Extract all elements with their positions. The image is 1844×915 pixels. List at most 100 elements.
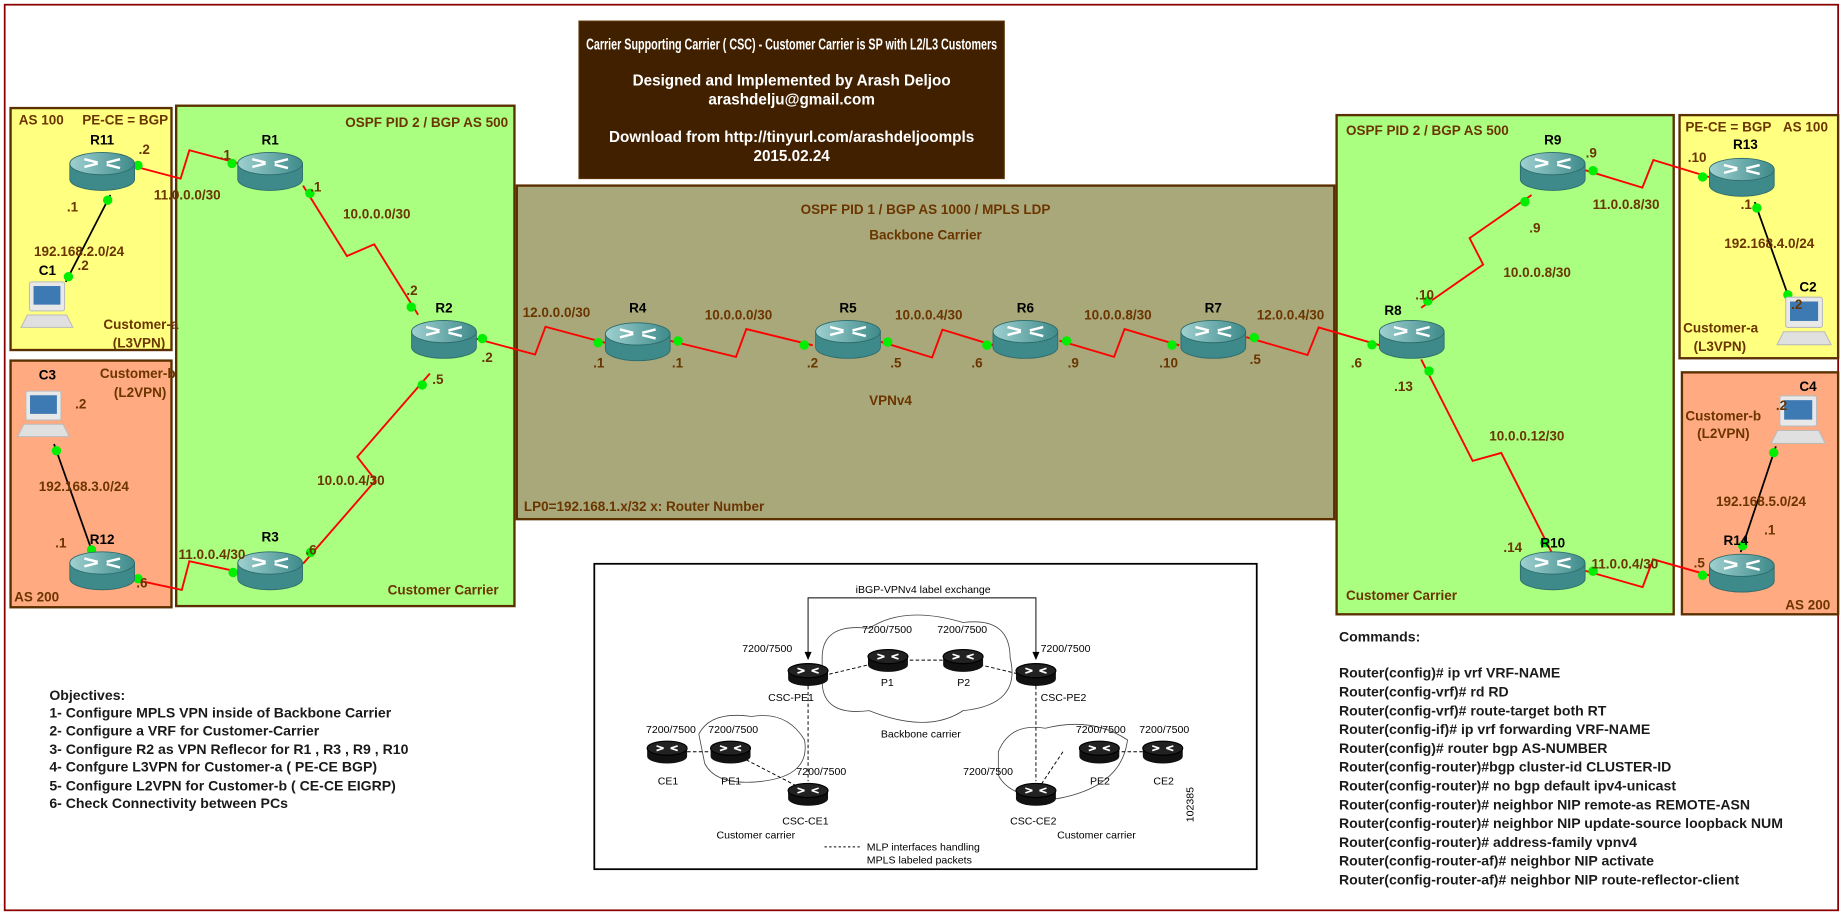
ref-legend-line1: MLP interfaces handling	[867, 841, 980, 853]
interface-label: .2	[1776, 398, 1787, 413]
link-r2-r4[interactable]	[474, 325, 607, 356]
link-r4-r5[interactable]	[669, 327, 813, 359]
right-b-type: (L2VPN)	[1697, 426, 1750, 441]
reference-figure: iBGP-VPNv4 label exchange 7200/7500 7200…	[593, 562, 1258, 871]
left-b-type: (L2VPN)	[114, 385, 167, 400]
port-dot	[1061, 336, 1072, 346]
subnet-label: 10.0.0.8/30	[1503, 265, 1571, 280]
right-a-pece: PE-CE = BGP	[1685, 120, 1771, 135]
router-label: R6	[1017, 300, 1035, 315]
ref-model-label: 7200/7500	[1041, 643, 1091, 655]
port-dot	[103, 195, 113, 205]
left-b-customer: Customer-b	[100, 366, 176, 381]
command-item: Router(config-router)#bgp cluster-id CLU…	[1339, 759, 1671, 775]
port-dot	[1697, 172, 1708, 182]
pc-c2[interactable]: C2	[1776, 279, 1832, 346]
interface-label: .9	[1529, 221, 1540, 236]
link-r11-r1[interactable]	[131, 149, 239, 180]
router-r3[interactable]: R3	[236, 529, 304, 592]
right-a-type: (L3VPN)	[1694, 339, 1747, 354]
port-dot	[477, 333, 488, 344]
pc-label: C1	[39, 263, 57, 278]
link-r5-r6[interactable]	[880, 328, 994, 359]
router-label: R7	[1205, 300, 1222, 315]
ref-csc-pe1: CSC-PE1	[768, 692, 814, 704]
subnet-label: 192.168.3.0/24	[39, 479, 130, 494]
interface-label: .2	[139, 142, 150, 157]
link-r8-r10[interactable]	[1420, 358, 1554, 555]
ref-model-label: 7200/7500	[1139, 724, 1189, 736]
router-label: R4	[629, 300, 647, 315]
subnet-label: 11.0.0.4/30	[179, 547, 246, 562]
pc-c3[interactable]: C3	[17, 367, 70, 438]
command-item: Router(config-if)# ip vrf forwarding VRF…	[1339, 721, 1650, 737]
link-r10-r14[interactable]	[1585, 558, 1711, 589]
interface-label: .14	[1503, 540, 1522, 555]
ref-customer-left: Customer carrier	[716, 830, 795, 842]
objective-item: 6- Check Connectivity between PCs	[49, 795, 288, 811]
ref-csc-ce2: CSC-CE2	[1010, 816, 1056, 828]
router-r10[interactable]: R10	[1519, 535, 1587, 592]
link-r2-r3[interactable]	[302, 372, 431, 565]
router-r12[interactable]: R12	[68, 532, 136, 592]
link-r11-c1[interactable]	[64, 194, 112, 283]
interface-label: .5	[890, 356, 902, 371]
router-r7[interactable]: R7	[1179, 300, 1247, 360]
interface-label: .10	[1688, 150, 1707, 165]
router-r13[interactable]: R13	[1708, 137, 1776, 198]
commands-heading: Commands:	[1339, 628, 1420, 644]
router-r2[interactable]: R2	[410, 300, 478, 360]
port-dot	[593, 337, 603, 348]
port-dot	[417, 380, 427, 390]
objective-item: 2- Configure a VRF for Customer-Carrier	[49, 722, 319, 738]
pc-c4[interactable]: C4	[1770, 379, 1826, 444]
link-r12-c3[interactable]	[53, 443, 95, 558]
ref-backbone: Backbone carrier	[881, 729, 961, 741]
loopback-note: LP0=192.168.1.x/32 x: Router Number	[524, 499, 765, 514]
title-line: Carrier Supporting Carrier ( CSC) - Cust…	[586, 36, 997, 53]
router-r1[interactable]: R1	[236, 132, 304, 192]
ref-model-label: 7200/7500	[646, 724, 696, 736]
port-dot	[882, 337, 893, 347]
router-r6[interactable]: R6	[991, 300, 1059, 360]
port-dot	[227, 158, 237, 169]
port-dot	[305, 547, 316, 558]
port-dot	[1520, 197, 1530, 207]
router-r8[interactable]: R8	[1378, 303, 1446, 360]
link-r14-c4[interactable]	[1739, 446, 1777, 553]
interface-label: .13	[1394, 379, 1413, 394]
interface-label: .9	[1068, 356, 1079, 371]
link-r3-r12[interactable]	[131, 560, 240, 592]
link-r7-r8[interactable]	[1245, 326, 1381, 357]
interface-label: .9	[1586, 145, 1597, 160]
router-r4[interactable]: R4	[604, 300, 672, 362]
interface-label: .6	[136, 575, 148, 590]
router-r5[interactable]: R5	[814, 300, 882, 360]
subnet-label: 192.168.5.0/24	[1716, 494, 1807, 509]
router-r14[interactable]: R14	[1708, 533, 1776, 594]
router-r9[interactable]: R9	[1519, 132, 1587, 192]
router-label: R14	[1724, 533, 1749, 548]
link-r1-r2[interactable]	[302, 185, 419, 316]
interface-label: .1	[1764, 522, 1776, 537]
interface-label: .1	[67, 199, 79, 214]
link-r9-r13[interactable]	[1585, 158, 1711, 189]
devices: R11 R1 R2 R3 R12 R4 R5 R6 R7 R8 R9 R10 R…	[17, 132, 1832, 594]
ref-csc-pe2: CSC-PE2	[1041, 692, 1087, 704]
link-r6-r7[interactable]	[1059, 327, 1180, 359]
ref-model-label: 7200/7500	[862, 624, 912, 636]
port-dot	[1752, 203, 1762, 213]
subnet-label: 12.0.0.4/30	[1257, 307, 1325, 322]
right-carrier-zone	[1335, 113, 1675, 616]
link-r8-r9[interactable]	[1420, 194, 1533, 309]
objective-item: 1- Configure MPLS VPN inside of Backbone…	[49, 705, 391, 721]
port-dot	[982, 340, 992, 350]
author-email: arashdelju@gmail.com	[708, 92, 875, 109]
router-label: R10	[1540, 535, 1565, 550]
link-r13-c2[interactable]	[1753, 201, 1791, 301]
router-label: R9	[1544, 132, 1561, 147]
ref-model-label: 7200/7500	[963, 766, 1013, 778]
router-r11[interactable]: R11	[68, 132, 136, 192]
pc-c1[interactable]: C1	[20, 263, 74, 328]
